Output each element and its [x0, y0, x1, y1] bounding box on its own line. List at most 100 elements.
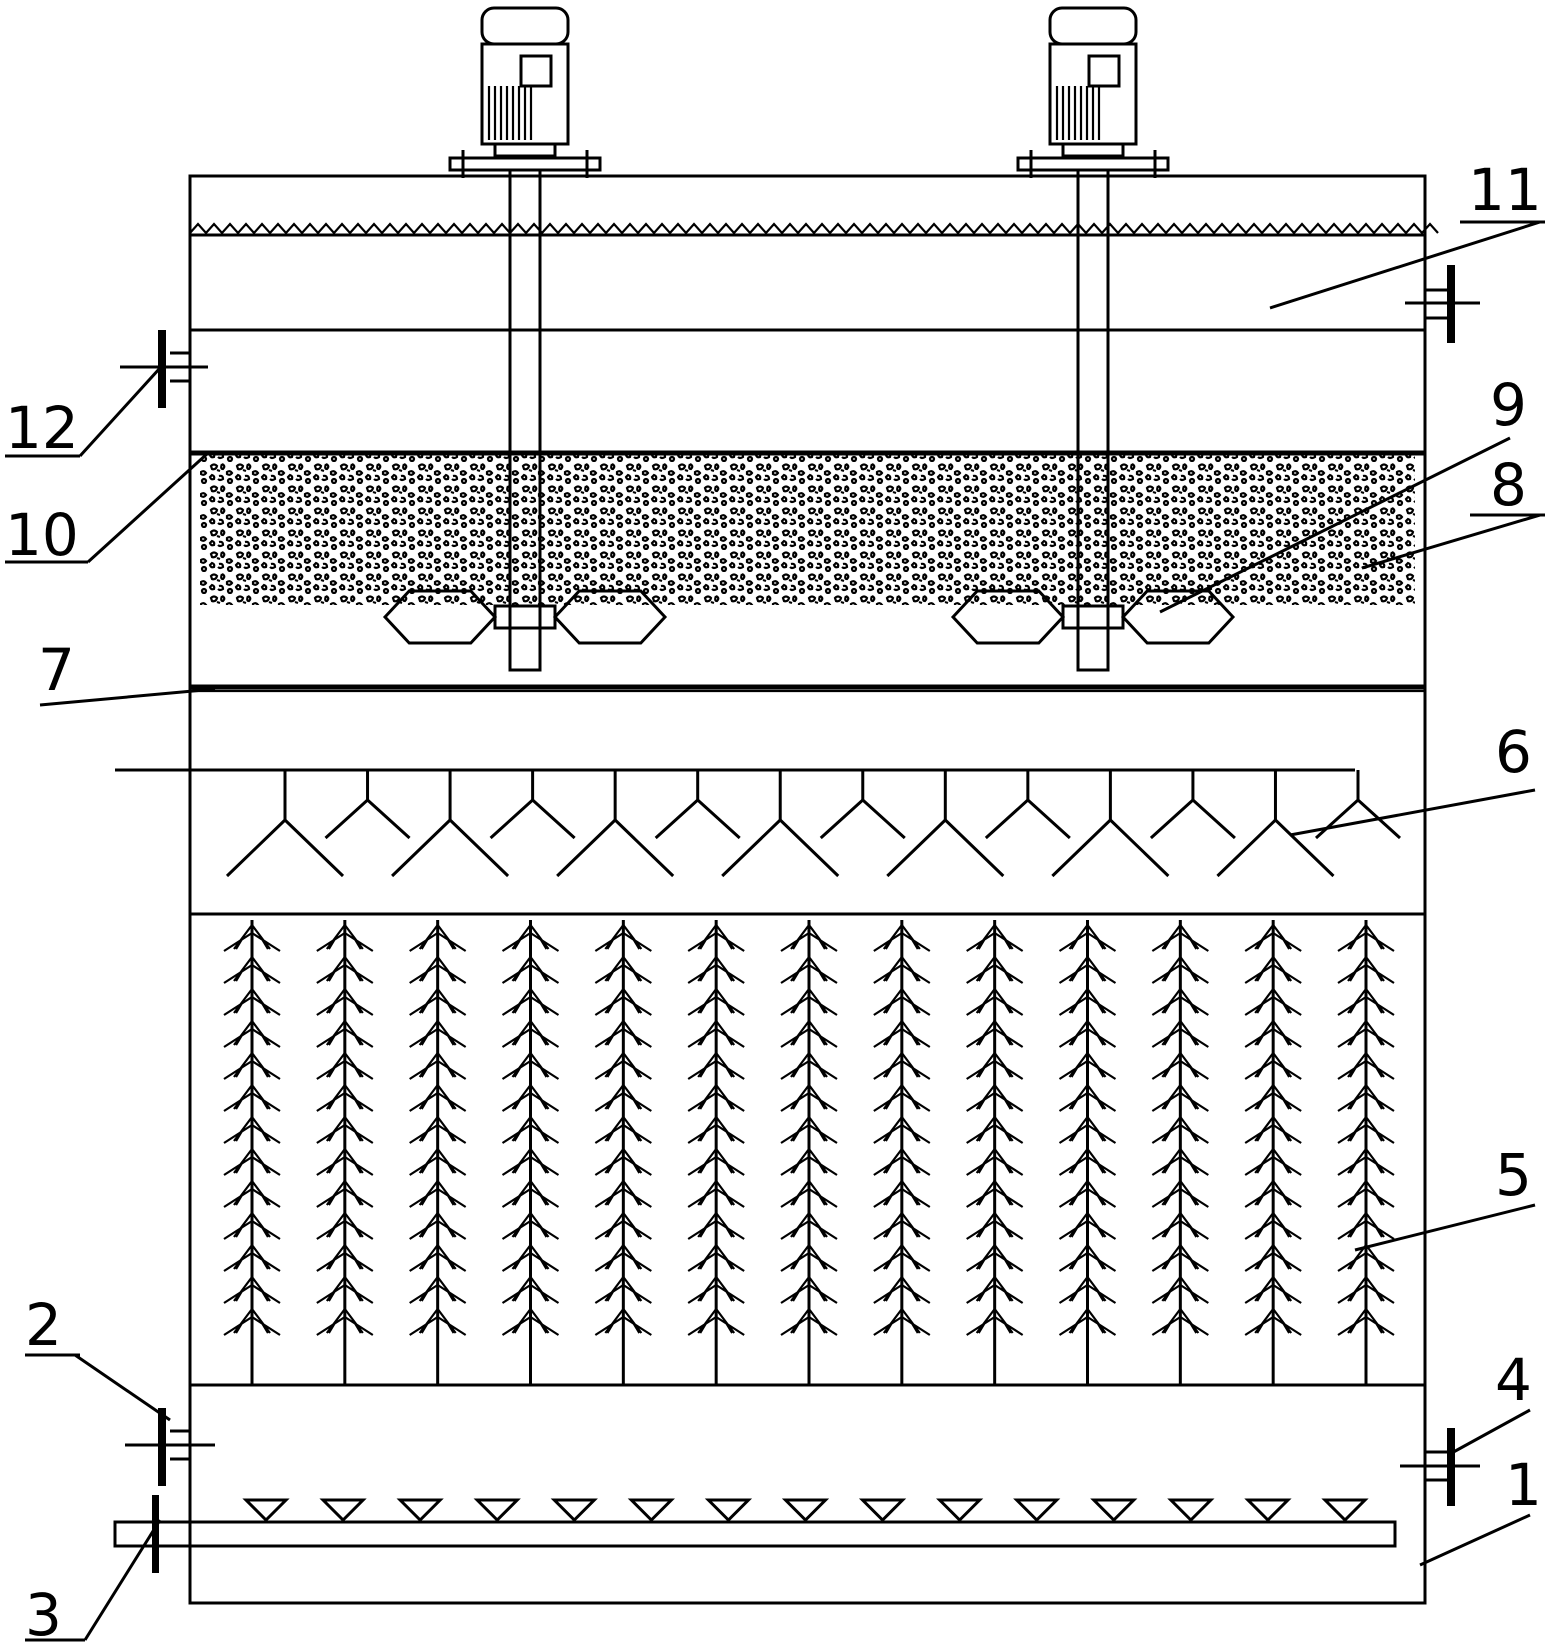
brush-tuft	[780, 924, 838, 952]
spray-arm	[489, 798, 534, 840]
brush-tuft	[409, 1180, 467, 1208]
aerator-diffuser	[1244, 1498, 1292, 1523]
brush-tuft	[873, 1180, 931, 1208]
brush-tuft	[1058, 1244, 1117, 1272]
motor-cap	[480, 6, 570, 46]
brush-tuft	[873, 1276, 931, 1304]
brush-tuft	[316, 956, 374, 984]
aerator-diffuser	[1090, 1498, 1138, 1523]
brush-tuft	[1151, 1212, 1209, 1240]
brush-tuft	[316, 1084, 374, 1112]
spray-arm	[449, 818, 510, 878]
brush-tuft	[316, 924, 374, 952]
brush-tuft	[223, 1212, 281, 1240]
label-11: 11	[1468, 156, 1542, 224]
leader-5	[1354, 1203, 1536, 1252]
leader-2	[74, 1353, 171, 1422]
brush-tuft	[966, 924, 1024, 952]
brush-tuft	[501, 1020, 560, 1048]
aerator-diffuser	[1321, 1498, 1369, 1523]
brush-tuft	[1151, 1052, 1209, 1080]
brush-tuft	[1151, 1276, 1209, 1304]
brush-tuft	[780, 988, 838, 1016]
brush-tuft	[1337, 1212, 1395, 1240]
brush-tuft	[1337, 1276, 1395, 1304]
brush-tuft	[316, 988, 374, 1016]
brush-tuft	[1151, 988, 1209, 1016]
agitator-shaft	[1076, 168, 1110, 672]
brush-tuft	[1058, 1116, 1117, 1144]
spray-arm	[1191, 798, 1236, 840]
spray-arm	[324, 798, 369, 840]
brush-column	[687, 920, 745, 1385]
brush-tuft	[223, 1180, 281, 1208]
motor-1	[448, 6, 602, 178]
aerator-diffuser	[1013, 1498, 1061, 1523]
spray-arm	[225, 818, 287, 878]
leader-11	[1269, 220, 1541, 310]
brush-tuft	[780, 1148, 838, 1176]
brush-tuft	[501, 1308, 560, 1336]
brush-tuft	[1337, 988, 1395, 1016]
label-3: 3	[25, 1581, 62, 1648]
brush-tuft	[1244, 1212, 1302, 1240]
brush-tuft	[1337, 1180, 1395, 1208]
tank-shell	[188, 174, 1427, 1605]
brush-tuft	[409, 988, 467, 1016]
brush-column	[594, 920, 652, 1385]
motor-flange	[448, 156, 602, 172]
motor-cap	[1048, 6, 1138, 46]
brush-tuft	[1058, 1276, 1117, 1304]
label-9: 9	[1490, 371, 1527, 439]
brush-tuft	[1151, 924, 1209, 952]
spray-arm	[391, 818, 452, 878]
brush-tuft	[966, 956, 1024, 984]
brush-tuft	[687, 1276, 745, 1304]
brush-tuft	[780, 956, 838, 984]
aeration-system	[113, 1498, 1397, 1548]
brush-tuft	[687, 1020, 745, 1048]
top-section	[189, 222, 1439, 332]
brush-tuft	[316, 1180, 374, 1208]
brush-tuft	[1151, 1244, 1209, 1272]
brush-tuft	[594, 956, 652, 984]
agitators	[382, 168, 1236, 672]
brush-tuft	[966, 1084, 1024, 1112]
motor-2	[1016, 6, 1170, 178]
brush-tuft	[966, 1180, 1024, 1208]
brush-tuft	[409, 1308, 467, 1336]
impeller-blade	[552, 589, 668, 645]
brush-tuft	[966, 1308, 1024, 1336]
spray-arm	[654, 798, 699, 840]
aerator-diffuser	[936, 1498, 984, 1523]
brush-tuft	[780, 1244, 838, 1272]
spray-arm	[556, 818, 617, 878]
leader-12	[78, 366, 162, 458]
brush-tuft	[1058, 924, 1117, 952]
brush-tuft	[687, 1244, 745, 1272]
brush-column	[316, 920, 374, 1385]
inlet-flange-left-lower	[125, 1408, 215, 1486]
brush-tuft	[780, 1212, 838, 1240]
aerator-diffuser	[396, 1498, 444, 1523]
brush-tuft	[687, 1116, 745, 1144]
brush-column	[1244, 920, 1302, 1385]
spray-arm	[1149, 798, 1194, 840]
leader-4	[1447, 1408, 1531, 1457]
brush-tuft	[1151, 1308, 1209, 1336]
brush-tuft	[409, 1020, 467, 1048]
brush-tuft	[780, 1180, 838, 1208]
brush-tuft	[873, 988, 931, 1016]
brush-tuft	[1244, 1020, 1302, 1048]
brush-tuft	[594, 1148, 652, 1176]
brush-tuft	[316, 1148, 374, 1176]
brush-tuft	[873, 956, 931, 984]
brush-tuft	[873, 1244, 931, 1272]
brush-tuft	[1151, 1020, 1209, 1048]
brush-tuft	[966, 1020, 1024, 1048]
brush-tuft	[873, 1308, 931, 1336]
brush-tuft	[1058, 1084, 1117, 1112]
brush-column	[1151, 920, 1209, 1385]
brush-tuft	[501, 1244, 560, 1272]
